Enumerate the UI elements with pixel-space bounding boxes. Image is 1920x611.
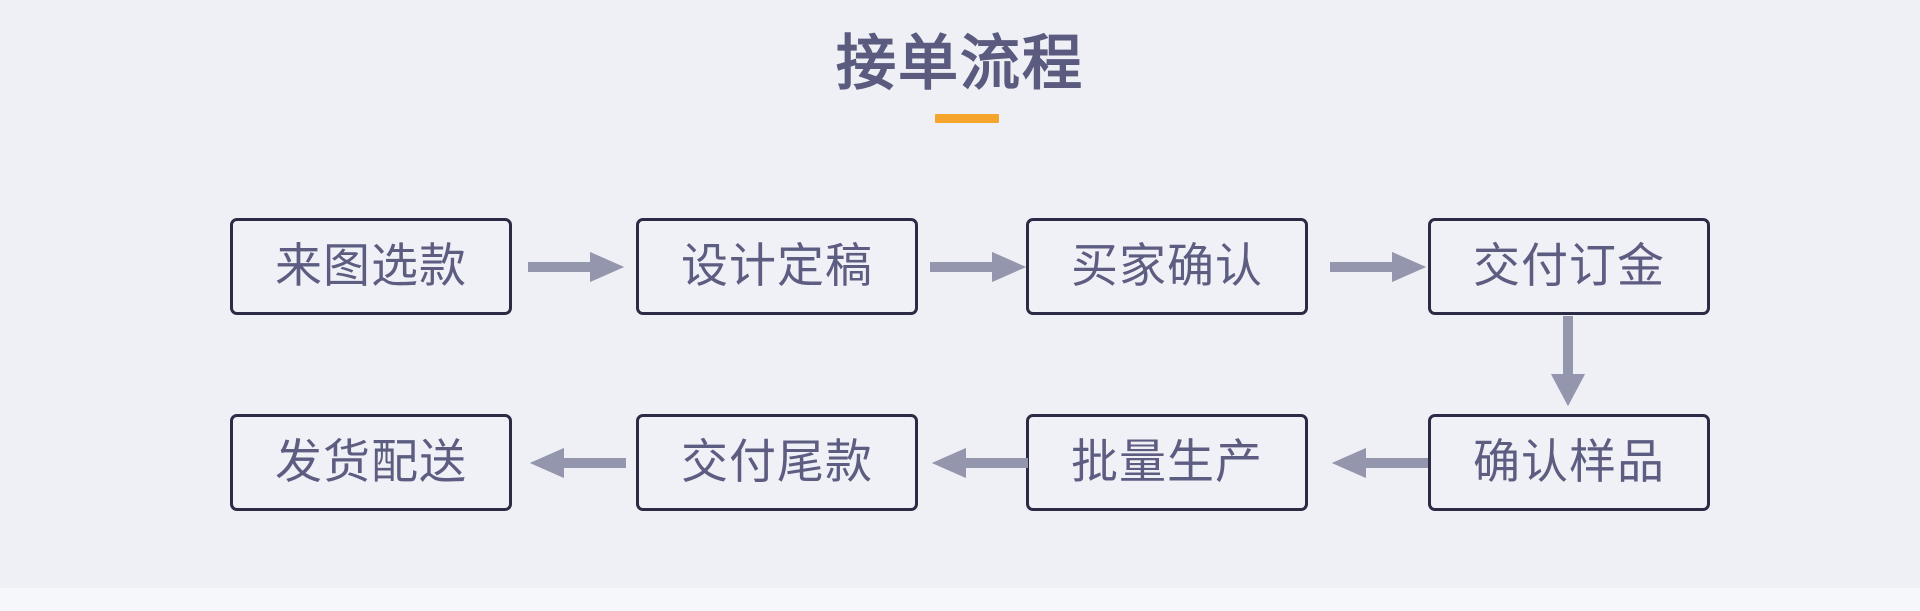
arrow-right-icon: [528, 243, 626, 291]
arrow-down-icon: [1544, 316, 1592, 408]
page-title: 接单流程: [836, 29, 1084, 99]
flow-node-label: 交付尾款: [681, 435, 873, 490]
arrow-left-icon: [930, 439, 1028, 487]
title-block: 接单流程: [0, 29, 1920, 100]
arrow-left-icon: [528, 439, 626, 487]
arrow-left-icon: [1330, 439, 1428, 487]
flow-node-label: 设计定稿: [681, 239, 873, 294]
flow-node-fa-huo-pei-song[interactable]: 发货配送: [230, 414, 512, 511]
flow-node-label: 批量生产: [1071, 435, 1263, 490]
flow-node-que-ren-yang-pin[interactable]: 确认样品: [1428, 414, 1710, 511]
flow-node-lai-tu-xuan-kuan[interactable]: 来图选款: [230, 218, 512, 315]
arrow-right-icon: [930, 243, 1028, 291]
flow-node-label: 确认样品: [1473, 435, 1665, 490]
flow-node-jiao-fu-ding-jin[interactable]: 交付订金: [1428, 218, 1710, 315]
flow-node-label: 来图选款: [275, 239, 467, 294]
flow-node-label: 发货配送: [275, 435, 467, 490]
title-underline-accent: [935, 114, 999, 123]
flow-node-she-ji-ding-gao[interactable]: 设计定稿: [636, 218, 918, 315]
arrow-right-icon: [1330, 243, 1428, 291]
bottom-edge-strip: [0, 588, 1920, 611]
flow-node-jiao-fu-wei-kuan[interactable]: 交付尾款: [636, 414, 918, 511]
flow-node-pi-liang-sheng-chan[interactable]: 批量生产: [1026, 414, 1308, 511]
flow-node-label: 交付订金: [1473, 239, 1665, 294]
flow-node-mai-jia-que-ren[interactable]: 买家确认: [1026, 218, 1308, 315]
flow-node-label: 买家确认: [1071, 239, 1263, 294]
